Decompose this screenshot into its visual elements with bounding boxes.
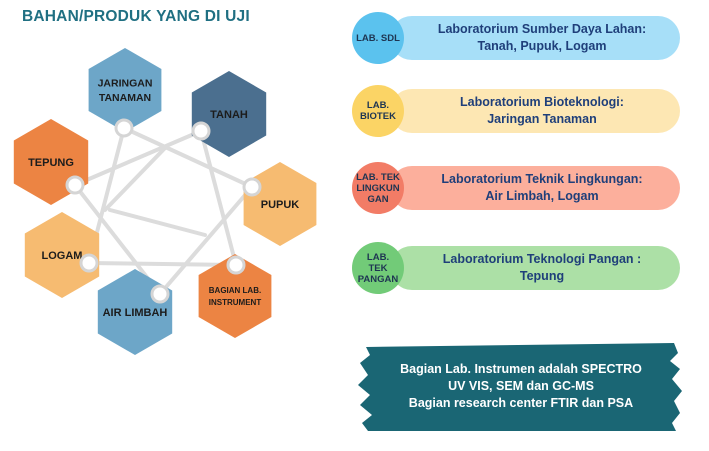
hexagon-label: BAGIAN LAB. xyxy=(209,286,261,295)
hexagon-label: TEPUNG xyxy=(28,157,74,169)
lab-description: Laboratorium Bioteknologi: Jaringan Tana… xyxy=(410,89,674,133)
note-text: Bagian Lab. Instrumen adalah SPECTRO UV … xyxy=(362,345,680,427)
lab-row-biotek: LAB. BIOTEK Laboratorium Bioteknologi: J… xyxy=(352,85,680,137)
connector-dot xyxy=(79,253,99,273)
lab-row-tek-pangan: LAB. TEK PANGAN Laboratorium Teknologi P… xyxy=(352,242,680,294)
lab-description: Laboratorium Teknologi Pangan : Tepung xyxy=(410,246,674,290)
hexagon-label: AIR LIMBAH xyxy=(103,307,168,319)
connector-dot xyxy=(242,177,262,197)
hexagon-label: TANAH xyxy=(210,109,248,121)
lab-title: Laboratorium Teknik Lingkungan: xyxy=(441,172,643,186)
page-title: BAHAN/PRODUK YANG DI UJI xyxy=(22,8,250,25)
hex-air-limbah: AIR LIMBAH xyxy=(97,269,173,355)
lab-badge: LAB. TEK LINGKUNGAN xyxy=(352,162,404,214)
note-line: Bagian Lab. Instrumen adalah SPECTRO xyxy=(400,361,642,376)
connector-line xyxy=(73,129,203,187)
hexagon-shape xyxy=(198,254,272,338)
lab-badge: LAB. TEK PANGAN xyxy=(352,242,404,294)
hex-jaringan-tanaman: JARINGAN TANAMAN xyxy=(88,48,162,132)
connector-dot xyxy=(65,175,85,195)
hexagon-shape xyxy=(88,48,162,132)
lab-title: Laboratorium Sumber Daya Lahan: xyxy=(437,22,647,36)
note-line: Bagian research center FTIR dan PSA xyxy=(408,395,634,410)
connector-line xyxy=(108,208,207,237)
hex-bagian-lab-instrument: BAGIAN LAB. INSTRUMENT xyxy=(198,254,272,338)
lab-pill xyxy=(390,166,680,210)
lab-samples: Air Limbah, Logam xyxy=(485,189,599,203)
lab-title: Laboratorium Bioteknologi: xyxy=(460,95,624,109)
hex-logam: LOGAM xyxy=(24,212,100,298)
hexagon-label: PUPUK xyxy=(261,199,300,211)
lab-title: Laboratorium Teknologi Pangan : xyxy=(442,252,642,266)
connector-line xyxy=(199,129,238,267)
note-line: UV VIS, SEM dan GC-MS xyxy=(448,378,594,393)
hexagon-shape xyxy=(24,212,100,298)
connector-dot xyxy=(226,255,246,275)
connector-dot xyxy=(114,118,134,138)
lab-samples: Tanah, Pupuk, Logam xyxy=(477,39,607,53)
lab-row-sdl: LAB. SDL Laboratorium Sumber Daya Lahan:… xyxy=(352,12,680,64)
hexagon-shape xyxy=(243,162,317,246)
lab-pill xyxy=(390,89,680,133)
lab-row-tek-lingkungan: LAB. TEK LINGKUNGAN Laboratorium Teknik … xyxy=(352,162,680,214)
lab-pill xyxy=(390,246,680,290)
lab-badge: LAB. SDL xyxy=(352,12,404,64)
lab-samples: Jaringan Tanaman xyxy=(487,112,597,126)
hex-tanah: TANAH xyxy=(191,71,267,157)
lab-description: Laboratorium Teknik Lingkungan: Air Limb… xyxy=(410,166,674,210)
lab-description: Laboratorium Sumber Daya Lahan: Tanah, P… xyxy=(410,16,674,60)
connector-line xyxy=(122,126,254,189)
connector-line xyxy=(103,146,167,212)
connector-dot xyxy=(150,284,170,304)
connector-dot xyxy=(191,121,211,141)
brush-stroke-background xyxy=(358,343,682,431)
hex-pupuk: PUPUK xyxy=(243,162,317,246)
hexagon-label: JARINGAN xyxy=(98,77,153,89)
connector-line xyxy=(158,185,254,296)
hexagon-label: LOGAM xyxy=(42,250,83,262)
lab-pill xyxy=(390,16,680,60)
connector-line xyxy=(87,261,238,267)
lab-samples: Tepung xyxy=(519,269,565,283)
lab-badge: LAB. BIOTEK xyxy=(352,85,404,137)
hexagon-shape xyxy=(191,71,267,157)
hexagon-label: INSTRUMENT xyxy=(209,298,262,307)
instrument-note: Bagian Lab. Instrumen adalah SPECTRO UV … xyxy=(358,343,682,431)
hexagon-label: TANAMAN xyxy=(99,92,151,104)
